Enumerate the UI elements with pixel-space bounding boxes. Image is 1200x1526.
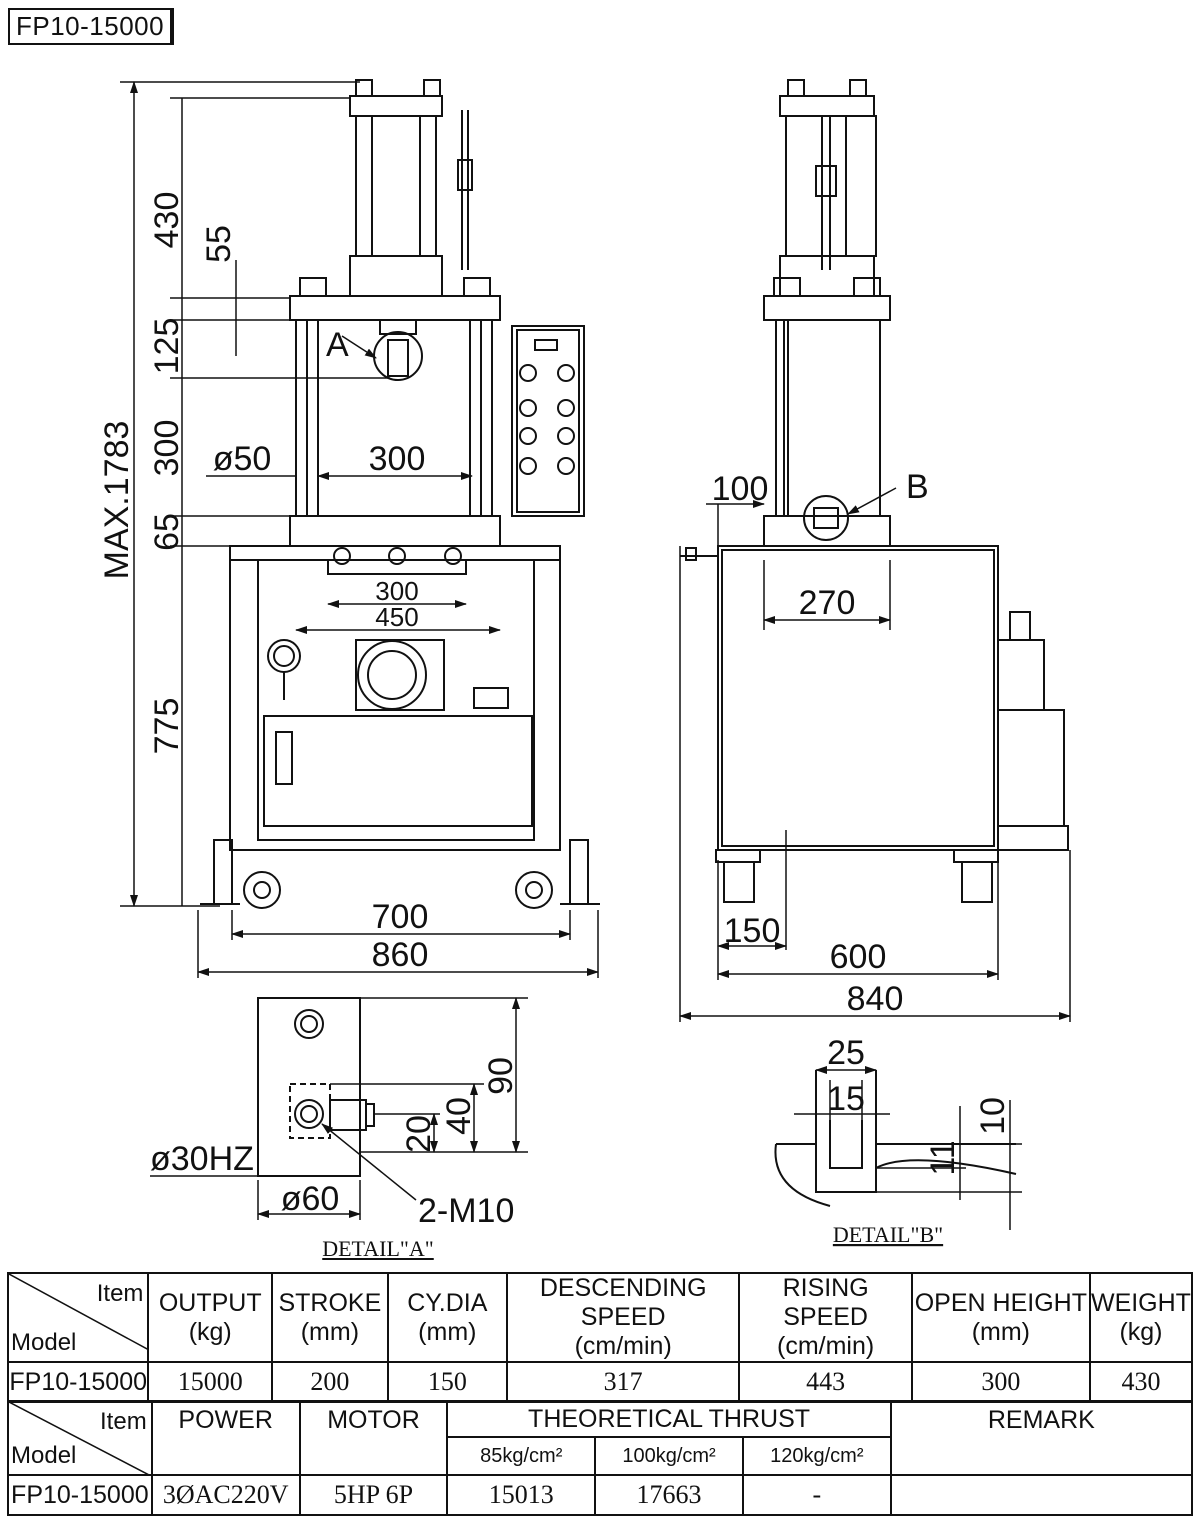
label-a: A — [326, 326, 349, 364]
dim-65: 65 — [148, 513, 186, 551]
row2-power: 3ØAC220V — [150, 1474, 301, 1516]
row2-motor: 5HP 6P — [298, 1474, 449, 1516]
header-remark: REMARK — [889, 1400, 1194, 1476]
front-dimension-lines — [120, 81, 599, 978]
dim-25: 25 — [827, 1034, 865, 1072]
side-dimension-text: 100 270 150 600 840 B — [712, 468, 929, 1018]
table2-corner-cell: Item Model — [7, 1400, 153, 1476]
dim-10: 10 — [974, 1097, 1012, 1135]
dim-40: 40 — [440, 1097, 478, 1135]
row2-thrust-120: - — [741, 1474, 892, 1516]
row1-open-height: 300 — [910, 1361, 1091, 1403]
dim-125: 125 — [148, 318, 186, 375]
table1-corner-model: Model — [11, 1329, 77, 1356]
detail-b-caption: DETAIL"B" — [833, 1222, 943, 1247]
table2-corner-item: Item — [100, 1408, 147, 1435]
dim-270: 270 — [799, 584, 856, 622]
header-thrust-85: 85kg/cm² — [446, 1436, 597, 1476]
header-thrust-100: 100kg/cm² — [594, 1436, 744, 1476]
row1-descending-speed: 317 — [505, 1361, 741, 1403]
detail-a-caption: DETAIL"A" — [322, 1236, 434, 1260]
row1-stroke: 200 — [271, 1361, 389, 1403]
side-view — [680, 79, 1069, 903]
header-motor: MOTOR — [298, 1400, 449, 1476]
dim-2-m10: 2-M10 — [418, 1192, 514, 1230]
header-rising-speed: RISING SPEED(cm/min) — [738, 1272, 913, 1363]
dim-11: 11 — [924, 1140, 962, 1175]
dim-700: 700 — [372, 898, 429, 936]
dim-15: 15 — [827, 1080, 865, 1118]
detail-a-dimension-lines — [150, 997, 528, 1220]
spec-table-2: Item Model POWER MOTOR THEORETICAL THRUS… — [7, 1400, 1194, 1516]
dim-775: 775 — [148, 698, 186, 755]
front-dimension-text: MAX.1783 430 55 125 300 65 775 ø50 300 3… — [98, 192, 428, 974]
header-weight: WEIGHT(kg) — [1088, 1272, 1194, 1363]
header-output: OUTPUT(kg) — [147, 1272, 273, 1363]
table1-corner-item: Item — [96, 1280, 144, 1307]
header-thrust-120: 120kg/cm² — [741, 1436, 892, 1476]
dim-100: 100 — [712, 470, 769, 508]
dim-55: 55 — [200, 225, 238, 263]
dim-450: 450 — [375, 602, 418, 632]
row1-weight: 430 — [1088, 1361, 1194, 1403]
row2-model: FP10-15000 — [7, 1474, 153, 1516]
row1-output: 15000 — [147, 1361, 273, 1403]
spec-table-1: Item Model OUTPUT(kg) STROKE(mm) CY.DIA(… — [6, 1272, 1194, 1403]
detail-b-dimension-lines — [794, 1066, 1022, 1230]
dim-phi50: ø50 — [213, 440, 272, 478]
model-title: FP10-15000 — [8, 8, 173, 45]
row2-thrust-100: 17663 — [594, 1474, 744, 1516]
label-b: B — [906, 468, 929, 506]
front-view — [200, 79, 600, 909]
header-descending-speed: DESCENDING SPEED(cm/min) — [505, 1272, 741, 1363]
detail-a-view — [257, 997, 375, 1177]
table1-corner-cell: Item Model — [6, 1272, 150, 1363]
header-cy-dia: CY.DIA(mm) — [386, 1272, 508, 1363]
dim-20: 20 — [400, 1115, 438, 1153]
dim-phi60: ø60 — [281, 1180, 340, 1218]
row2-thrust-85: 15013 — [446, 1474, 597, 1516]
detail-b-text: 25 15 10 11 DETAIL"B" — [827, 1034, 1012, 1247]
dim-600: 600 — [830, 938, 887, 976]
row1-rising-speed: 443 — [738, 1361, 913, 1403]
dim-300-vertical: 300 — [148, 420, 186, 477]
row1-model: FP10-15000 — [6, 1361, 150, 1403]
dim-phi30hz: ø30HZ — [150, 1140, 254, 1178]
header-open-height: OPEN HEIGHT(mm) — [910, 1272, 1091, 1363]
header-power: POWER — [150, 1400, 301, 1476]
side-dimension-lines — [679, 487, 1071, 1022]
table-row: FP10-15000 15000 200 150 317 443 300 430 — [6, 1361, 1194, 1403]
row2-remark — [889, 1474, 1194, 1516]
dim-860: 860 — [372, 936, 429, 974]
engineering-drawing: MAX.1783 430 55 125 300 65 775 ø50 300 3… — [98, 79, 1071, 1260]
dim-max-height: MAX.1783 — [98, 421, 136, 580]
header-stroke: STROKE(mm) — [271, 1272, 389, 1363]
dim-150: 150 — [724, 912, 781, 950]
detail-b-view — [774, 1070, 1017, 1207]
header-theoretical-thrust: THEORETICAL THRUST — [446, 1400, 892, 1438]
detail-a-text: 90 40 20 ø30HZ ø60 2-M10 DETAIL"A" — [150, 1057, 520, 1260]
dim-840: 840 — [847, 980, 904, 1018]
table-row: FP10-15000 3ØAC220V 5HP 6P 15013 17663 - — [7, 1474, 1194, 1516]
dim-300-horizontal: 300 — [369, 440, 426, 478]
dim-90: 90 — [482, 1057, 520, 1095]
row1-cy-dia: 150 — [386, 1361, 508, 1403]
dim-430: 430 — [148, 192, 186, 249]
table2-corner-model: Model — [11, 1442, 77, 1469]
dim-300-table: 300 — [375, 576, 418, 606]
